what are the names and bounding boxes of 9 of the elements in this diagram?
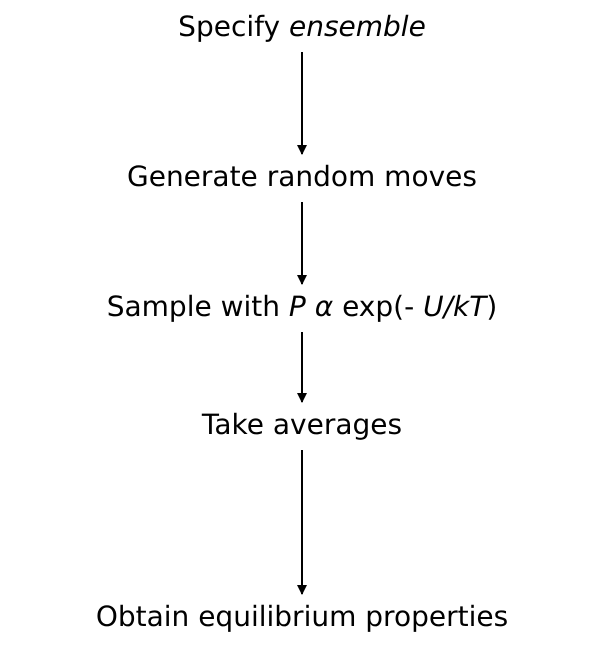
step-text: Take averages bbox=[202, 408, 402, 442]
step-text: Sample with P α exp(- U/kT) bbox=[106, 290, 498, 324]
arrow bbox=[297, 202, 307, 285]
arrow bbox=[297, 450, 307, 595]
arrow bbox=[297, 52, 307, 155]
step-text: Obtain equilibrium properties bbox=[96, 600, 508, 634]
step-text: Specify ensemble bbox=[178, 10, 426, 44]
step-text: Generate random moves bbox=[127, 160, 477, 194]
arrow bbox=[297, 332, 307, 403]
